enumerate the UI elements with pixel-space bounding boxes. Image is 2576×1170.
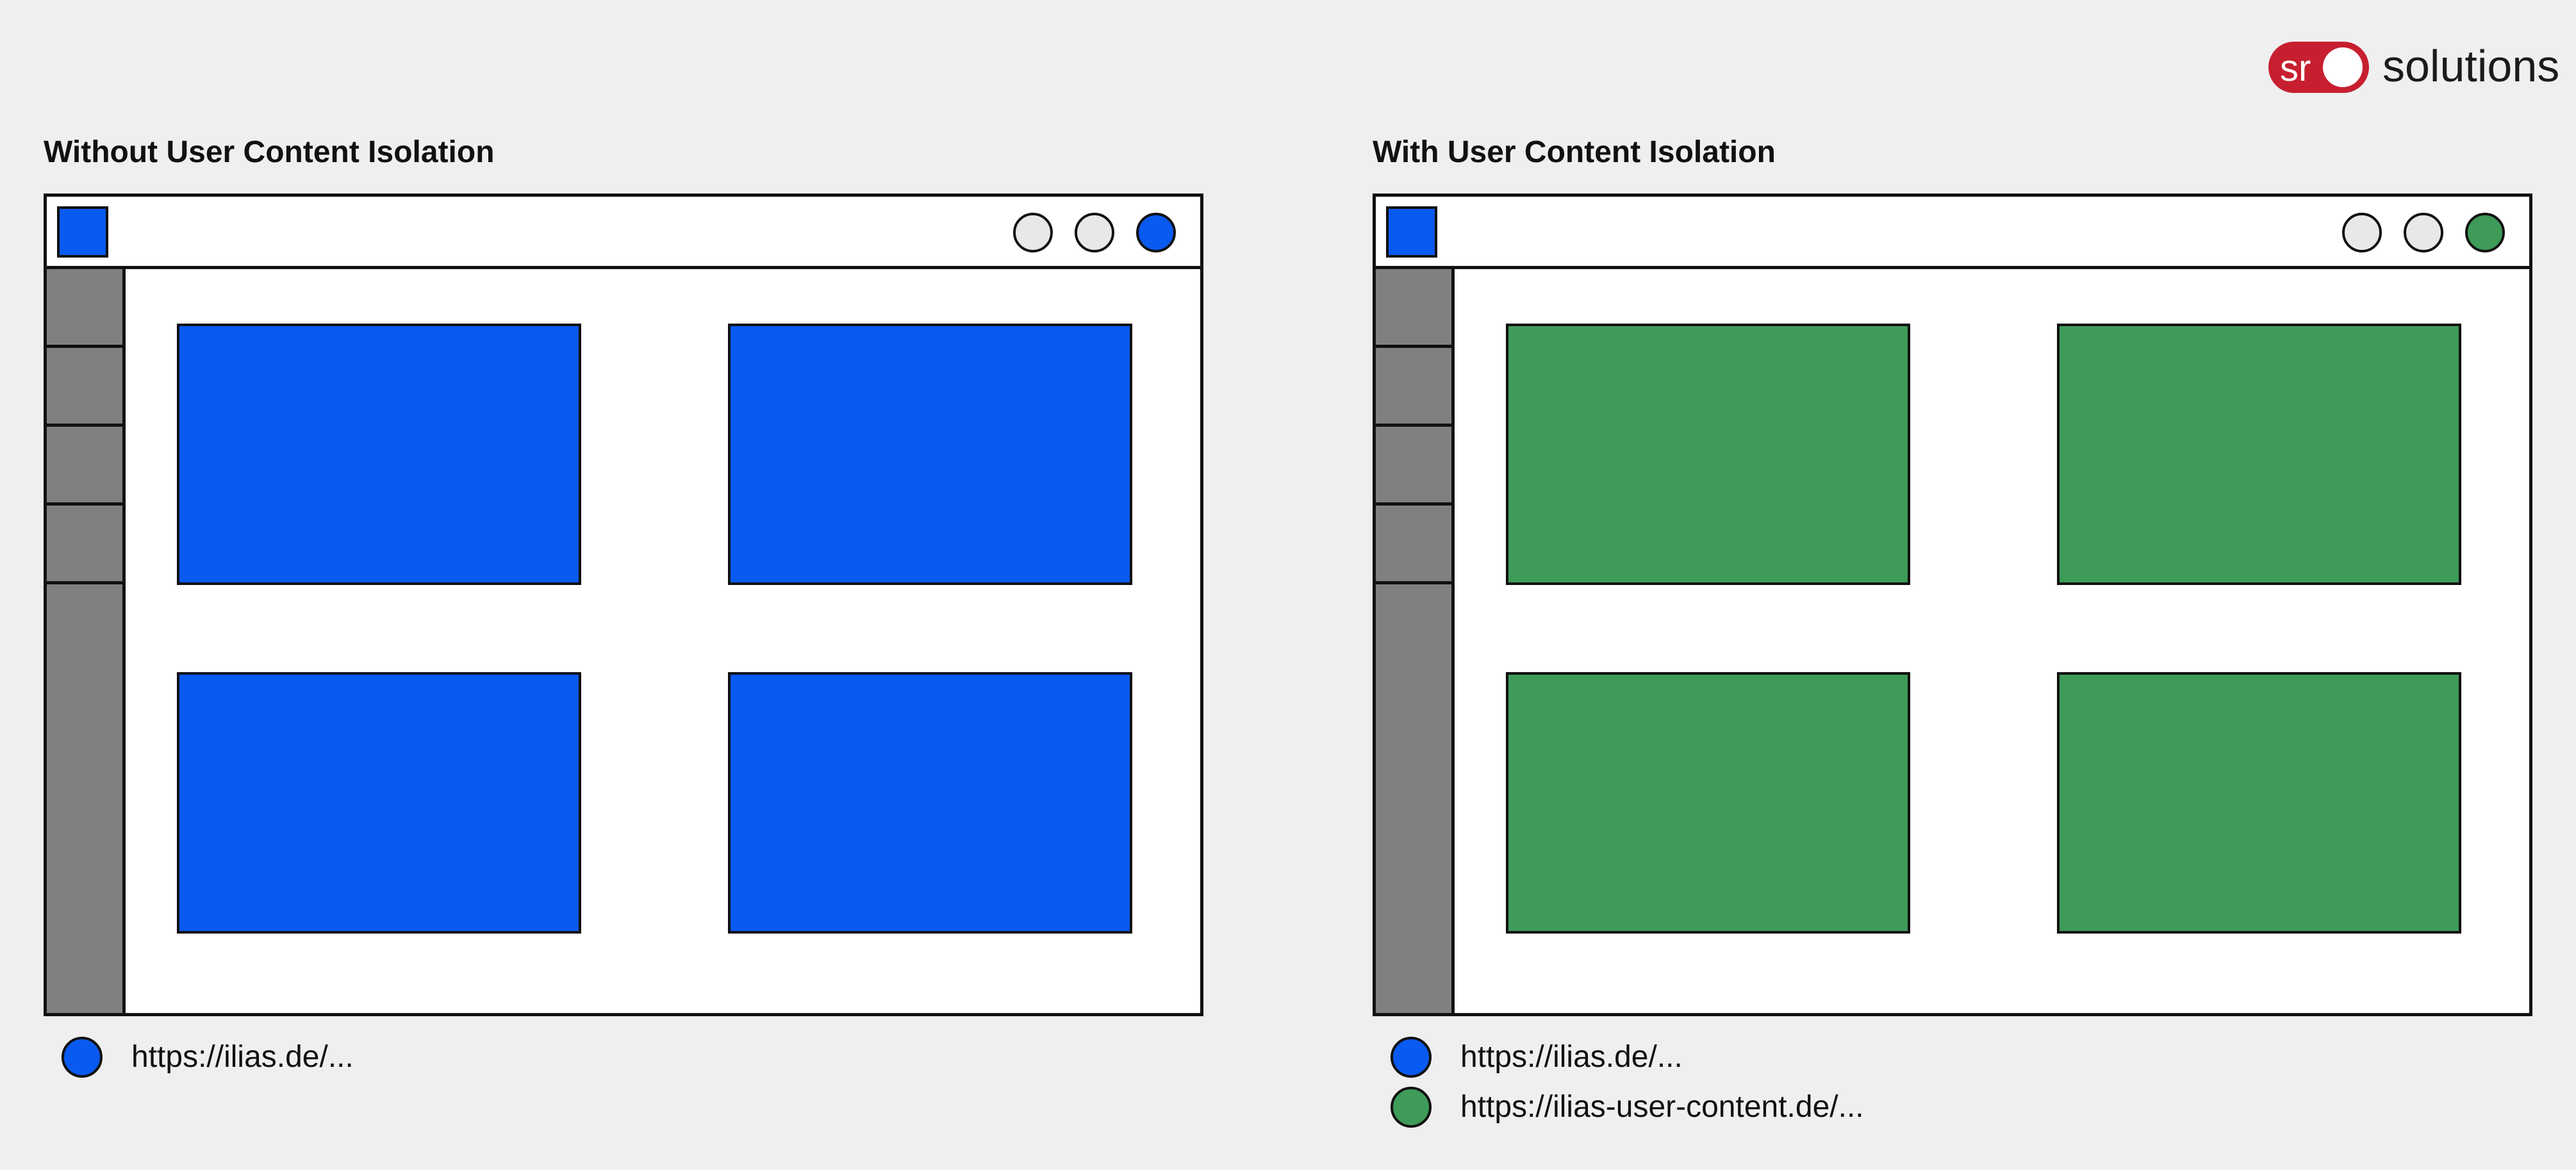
content-card-2[interactable]: [2057, 324, 2461, 585]
sidebar-item-1[interactable]: [1376, 269, 1451, 348]
window-title-bar: [47, 197, 1200, 269]
content-card-2[interactable]: [728, 324, 1132, 585]
sidebar-item-3[interactable]: [1376, 427, 1451, 506]
content-card-4[interactable]: [2057, 672, 2461, 934]
sr-solutions-logo: sr solutions: [2268, 38, 2559, 96]
with-isolation-title: With User Content Isolation: [1373, 135, 1776, 169]
without-isolation-title: Without User Content Isolation: [44, 135, 495, 169]
sidebar-item-4[interactable]: [47, 506, 122, 584]
legend-item-ilias: https://ilias.de/...: [62, 1034, 895, 1079]
window-control-2[interactable]: [1075, 213, 1114, 252]
blue-origin-dot-icon: [1391, 1037, 1432, 1078]
content-card-3[interactable]: [177, 672, 581, 934]
window-control-active[interactable]: [1136, 213, 1176, 252]
sidebar-item-2[interactable]: [47, 348, 122, 427]
legend-url: https://ilias-user-content.de/...: [1460, 1090, 1864, 1124]
content-card-1[interactable]: [177, 324, 581, 585]
content-card-1[interactable]: [1506, 324, 1910, 585]
window-control-1[interactable]: [2342, 213, 2382, 252]
sr-logo-word: solutions: [2382, 41, 2560, 91]
window-title-bar: [1376, 197, 2529, 269]
sidebar-item-1[interactable]: [47, 269, 122, 348]
browser-window-without-isolation: [44, 194, 1203, 1016]
blue-origin-dot-icon: [62, 1037, 103, 1078]
sr-logo-letters: sr: [2280, 47, 2311, 89]
green-origin-dot-icon: [1391, 1087, 1432, 1128]
sidebar-item-2[interactable]: [1376, 348, 1451, 427]
legend-url: https://ilias.de/...: [131, 1040, 354, 1074]
app-icon[interactable]: [57, 206, 108, 258]
legend-item-user-content: https://ilias-user-content.de/...: [1391, 1084, 2224, 1129]
window-control-2[interactable]: [2404, 213, 2443, 252]
app-icon[interactable]: [1386, 206, 1437, 258]
window-control-1[interactable]: [1013, 213, 1053, 252]
legend-url: https://ilias.de/...: [1460, 1040, 1683, 1074]
sidebar-item-4[interactable]: [1376, 506, 1451, 584]
sidebar: [47, 269, 126, 1013]
sr-logo-mark: sr: [2268, 42, 2369, 93]
sidebar: [1376, 269, 1455, 1013]
sidebar-item-3[interactable]: [47, 427, 122, 506]
legend-item-ilias: https://ilias.de/...: [1391, 1034, 2224, 1079]
browser-window-with-isolation: [1373, 194, 2532, 1016]
content-card-3[interactable]: [1506, 672, 1910, 934]
content-card-4[interactable]: [728, 672, 1132, 934]
sr-logo-dot: [2323, 47, 2363, 87]
window-control-active[interactable]: [2465, 213, 2505, 252]
